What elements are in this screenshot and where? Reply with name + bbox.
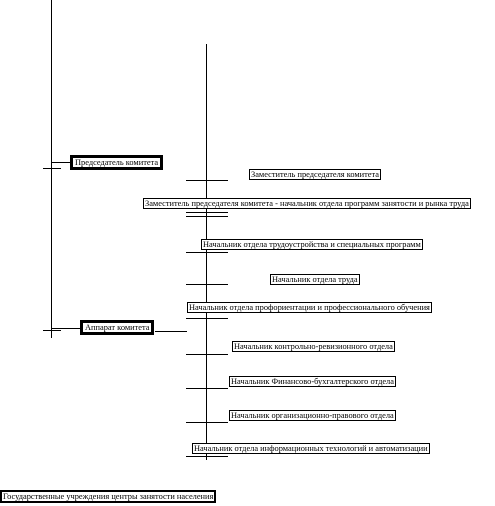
apparatus-right-line bbox=[155, 331, 187, 332]
apparatus-connector-line bbox=[51, 328, 81, 329]
branch-line-3 bbox=[186, 252, 228, 253]
position-box-finance: Начальник Финансово-бухгалтерского отдел… bbox=[229, 376, 396, 387]
branch-line-8 bbox=[186, 422, 228, 423]
position-box-deputy-chairman: Заместитель председателя комитета bbox=[249, 169, 382, 180]
chairman-box: Председатель комитета bbox=[70, 155, 164, 170]
position-box-deputy-employment-programs: Заместитель председателя комитета - нача… bbox=[143, 198, 471, 209]
position-box-legal: Начальник организационно-правового отдел… bbox=[229, 410, 396, 421]
chairman-tick-line bbox=[43, 168, 61, 169]
apparatus-box: Аппарат комитета bbox=[80, 320, 155, 335]
branch-line-2 bbox=[186, 216, 228, 217]
apparatus-tick-line bbox=[43, 330, 61, 331]
branch-line-7 bbox=[186, 388, 228, 389]
branch-line-9 bbox=[186, 456, 228, 457]
branch-line-1 bbox=[186, 180, 228, 181]
branch-line-5 bbox=[186, 318, 228, 319]
position-box-labor: Начальник отдела труда bbox=[270, 274, 360, 285]
position-box-audit: Начальник контрольно-ревизионного отдела bbox=[232, 341, 395, 352]
branch-line-1b bbox=[186, 212, 228, 213]
chairman-connector-line bbox=[51, 162, 71, 163]
branch-line-6 bbox=[186, 354, 228, 355]
branch-line-4 bbox=[186, 284, 228, 285]
position-box-it: Начальник отдела информационных технолог… bbox=[192, 443, 430, 454]
main-vertical-line bbox=[51, 0, 52, 338]
position-box-career-guidance: Начальник отдела профориентации и профес… bbox=[187, 302, 432, 313]
institutions-box: Государственные учреждения центры занято… bbox=[0, 490, 217, 503]
position-box-employment-special-programs: Начальник отдела трудоустройства и специ… bbox=[201, 239, 423, 250]
